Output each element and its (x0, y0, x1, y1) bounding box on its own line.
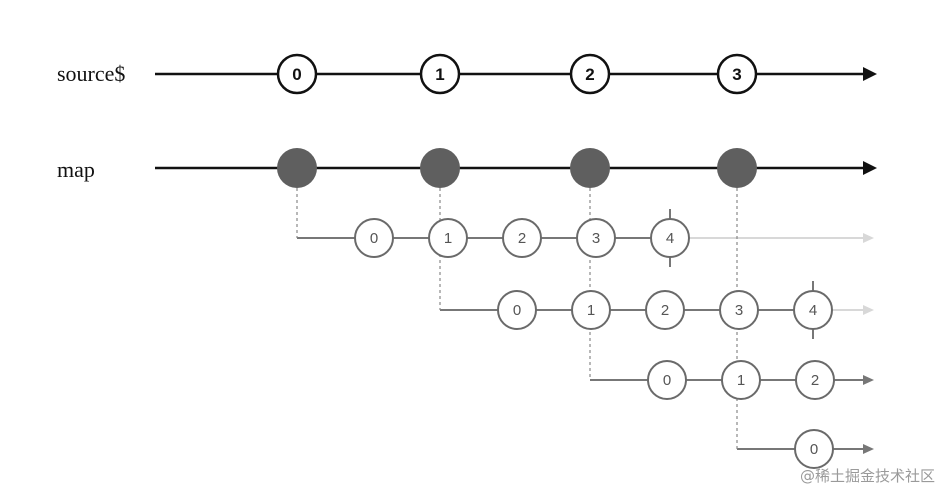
inner-marble-value: 0 (810, 441, 818, 458)
inner-stream-faded-arrow (863, 305, 874, 315)
inner-marble (354, 218, 394, 258)
inner-marble (502, 218, 542, 258)
map-marble (570, 148, 610, 188)
inner-marble-value: 3 (592, 230, 600, 247)
inner-marble (794, 429, 834, 469)
source-arrow (863, 67, 877, 81)
inner-marble (571, 290, 611, 330)
map-label: map (57, 157, 95, 182)
inner-stream-arrow (863, 444, 874, 454)
source-marble (569, 53, 611, 95)
inner-marble-value: 0 (370, 230, 378, 247)
inner-marble-value: 1 (444, 230, 452, 247)
inner-marble (719, 290, 759, 330)
map-arrow (863, 161, 877, 175)
source-label: source$ (57, 61, 125, 86)
inner-marble-value: 2 (661, 302, 669, 319)
inner-marble (497, 290, 537, 330)
inner-marble-value: 2 (518, 230, 526, 247)
source-marble (276, 53, 318, 95)
inner-stream-faded-arrow (863, 233, 874, 243)
watermark: @稀土掘金技术社区 (799, 467, 935, 485)
source-marble (716, 53, 758, 95)
inner-marble-value: 2 (811, 372, 819, 389)
source-marble-value: 0 (292, 65, 301, 84)
map-marble (717, 148, 757, 188)
inner-marble-value: 0 (513, 302, 521, 319)
inner-marble-value: 3 (735, 302, 743, 319)
source-marble-value: 1 (435, 65, 444, 84)
inner-marble (647, 360, 687, 400)
source-marble-value: 3 (732, 65, 741, 84)
inner-marble (795, 360, 835, 400)
inner-marble-value: 0 (663, 372, 671, 389)
inner-marble-value: 4 (666, 230, 674, 247)
inner-marble (793, 290, 833, 330)
map-marble (420, 148, 460, 188)
inner-stream-arrow (863, 375, 874, 385)
source-marble (419, 53, 461, 95)
inner-marble-value: 1 (737, 372, 745, 389)
inner-marble-value: 4 (809, 302, 817, 319)
inner-marble (428, 218, 468, 258)
inner-marble (576, 218, 616, 258)
inner-marble (650, 218, 690, 258)
inner-marble (721, 360, 761, 400)
inner-marble-value: 1 (587, 302, 595, 319)
inner-marble (645, 290, 685, 330)
map-marble (277, 148, 317, 188)
source-marble-value: 2 (585, 65, 594, 84)
